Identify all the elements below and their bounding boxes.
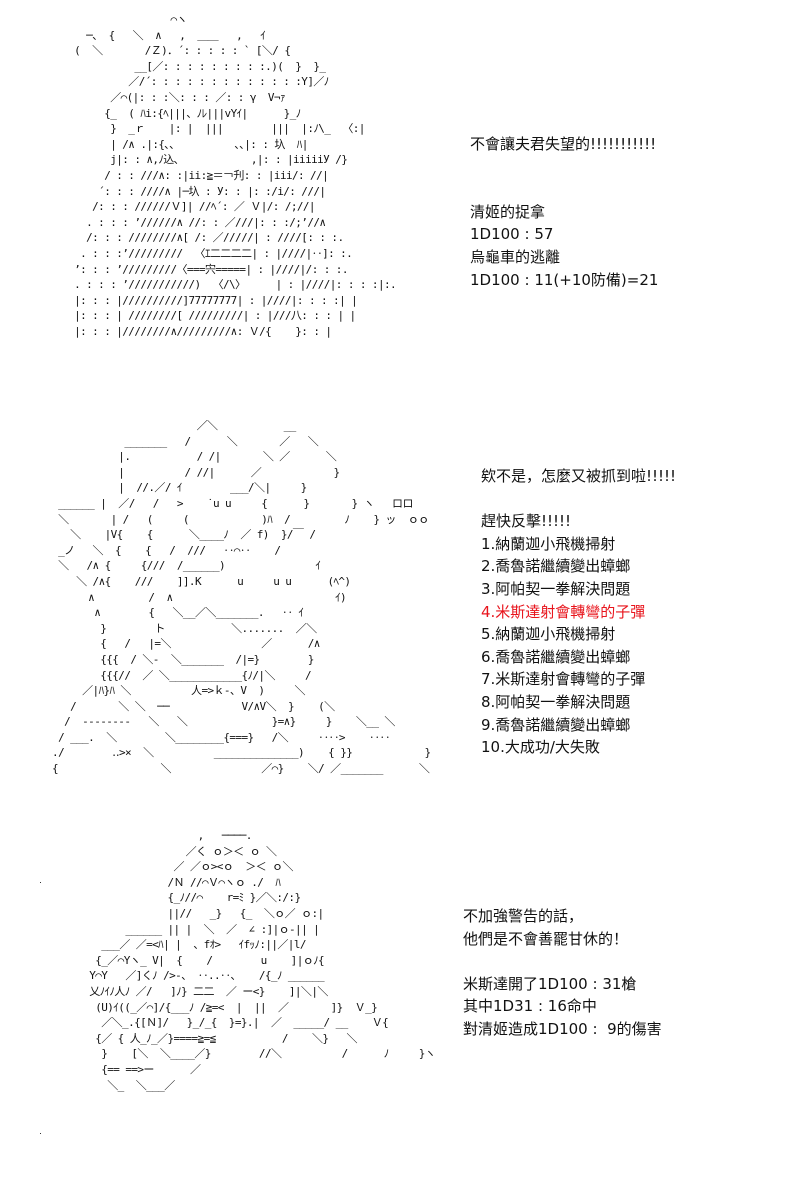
text-line: 趕快反擊!!!!!: [481, 512, 572, 531]
text-line: 1D100 : 11(+10防備)=21: [470, 270, 659, 289]
panel-2: ／＼ __ _______ / ＼ ／ ＼ |. / /| ＼ ／ ＼ | / …: [0, 410, 800, 800]
text-line: 5.納蘭迦小飛機掃射: [481, 625, 616, 644]
blank-line: [470, 178, 658, 201]
blank-line: [463, 950, 662, 973]
text-line: 6.喬魯諾繼續變出蟑螂: [481, 647, 631, 666]
ascii-art-kiyohime: ⌒ヽ ─、 { ＼ ∧ , ＿＿ , ｲ ( ＼ /Ｚ)．´: : : : : …: [74, 13, 397, 338]
dice-roll-text: 不會讓夫君失望的!!!!!!!!!!! 清姬的捉拿 1D100 : 57 烏龜車的逃離…: [470, 133, 658, 291]
text-line: 欸不是，怎麼又被抓到啦!!!!!: [481, 467, 677, 485]
blank-line: [470, 156, 658, 179]
text-line: 10.大成功/大失敗: [481, 738, 600, 757]
text-line: 米斯達開了1D100 : 31槍: [463, 974, 637, 993]
text-line: 清姬的捉拿: [470, 202, 546, 221]
text-line: 不會讓夫君失望的!!!!!!!!!!!: [470, 135, 657, 153]
stray-dot: [40, 1133, 41, 1134]
text-line: 9.喬魯諾繼續變出蟑螂: [481, 715, 631, 734]
text-line: 4.米斯達射會轉彎的子彈: [481, 602, 646, 621]
blank-line: [481, 488, 676, 511]
text-line: 不加強警告的話，: [463, 907, 584, 925]
text-line: 7.米斯達射會轉彎的子彈: [481, 670, 646, 689]
text-line: 其中1D31 : 16命中: [463, 997, 597, 1016]
counterattack-options-text: 欸不是，怎麼又被抓到啦!!!!! 趕快反擊!!!!! 1.納蘭迦小飛機掃射 2.喬魯諾…: [481, 465, 676, 759]
text-line: 烏龜車的逃離: [470, 247, 561, 266]
text-line: 對清姬造成1D100 : 9的傷害: [463, 1019, 662, 1038]
panel-1: ⌒ヽ ─、 { ＼ ∧ , ＿＿ , ｲ ( ＼ /Ｚ)．´: : : : : …: [0, 0, 800, 410]
text-line: 2.喬魯諾繼續變出蟑螂: [481, 557, 631, 576]
stray-dot: [40, 882, 41, 883]
text-line: 1D100 : 57: [470, 225, 554, 244]
ascii-art-group-panic: ／＼ __ _______ / ＼ ／ ＼ |. / /| ＼ ／ ＼ | / …: [52, 419, 431, 776]
text-line: 3.阿帕契一拳解決問題: [481, 579, 631, 598]
text-line: 他們是不會善罷甘休的！: [463, 929, 629, 948]
ascii-art-mista: , ────. ／く ｏ＞＜ ｏ ＼ ／ ／ｏ><ｏ ＞＜ ｏ＼ /Ｎ //⌒Ｖ…: [89, 829, 436, 1092]
panel-3: , ────. ／く ｏ＞＜ ｏ ＼ ／ ／ｏ><ｏ ＞＜ ｏ＼ /Ｎ //⌒Ｖ…: [0, 800, 800, 1200]
damage-result-text: 不加強警告的話， 他們是不會善罷甘休的！ 米斯達開了1D100 : 31槍其中1D3…: [463, 905, 662, 1041]
text-line: 8.阿帕契一拳解決問題: [481, 692, 631, 711]
text-line: 1.納蘭迦小飛機掃射: [481, 534, 616, 553]
